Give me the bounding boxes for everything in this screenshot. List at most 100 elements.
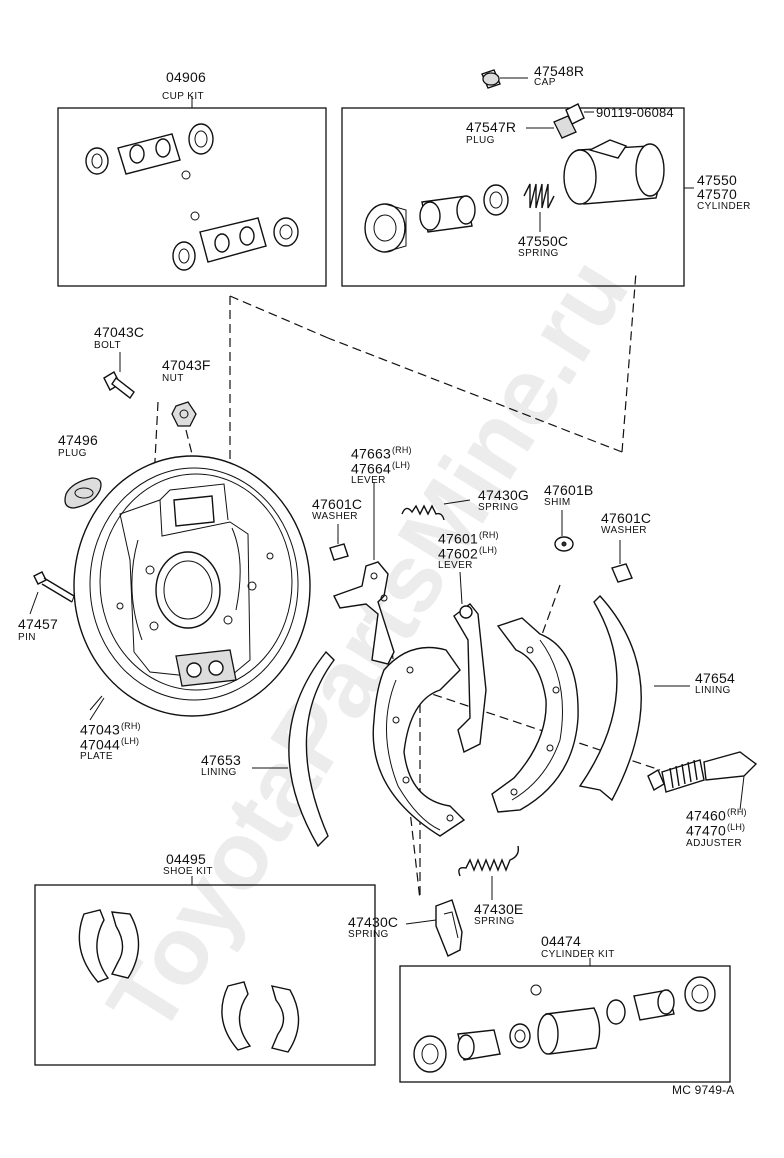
spring-47430g-name: SPRING: [478, 502, 519, 513]
cylinder-spring: [523, 183, 555, 209]
spring-47430c-name: SPRING: [348, 929, 389, 940]
cylinder-kit-number: 04474: [541, 933, 581, 949]
cylinder-kit-name: CYLINDER KIT: [541, 949, 615, 960]
shim-name: SHIM: [544, 497, 571, 508]
backing-plate-47043[interactable]: [73, 455, 311, 717]
cylinder-kit-group[interactable]: [399, 958, 731, 1083]
lever-upper-lh: 47664(LH): [351, 460, 411, 477]
cup-kit-name: CUP KIT: [162, 91, 205, 102]
spring-47430c[interactable]: [405, 899, 463, 957]
cylinder-boot: [364, 203, 407, 253]
plug-47547r-number: 47547R: [466, 119, 517, 135]
nut-number: 47043F: [162, 357, 211, 373]
cylinder-number-rh: 47550: [697, 172, 737, 188]
lining-47654[interactable]: [578, 594, 690, 802]
lever-upper-rh: 47663(RH): [351, 445, 412, 462]
cylinder-kit-piston-2: [633, 989, 675, 1021]
bleeder-number: 90119-06084: [596, 105, 674, 120]
washer-right-name: WASHER: [601, 525, 647, 536]
washer-right-number: 47601C: [601, 510, 652, 526]
spring-47430e-name: SPRING: [474, 916, 515, 927]
cup-kit-piston-upper: [117, 133, 181, 175]
spring-47430g-number: 47430G: [478, 487, 530, 503]
cylinder-kit-cup-2: [606, 999, 626, 1025]
cylinder-inner-cup: [483, 184, 509, 216]
label-leaders: [29, 591, 105, 721]
cap-name: CAP: [534, 77, 556, 88]
spring-47550c-number: 47550C: [518, 233, 569, 249]
lever-lower-name: LEVER: [438, 560, 473, 571]
washer-left-name: WASHER: [312, 511, 358, 522]
cap-47548r[interactable]: [481, 69, 528, 89]
shoe-kit-group[interactable]: [34, 876, 376, 1066]
spring-47550c-name: SPRING: [518, 248, 559, 259]
spring-47430c-number: 47430C: [348, 914, 399, 930]
bolt-name: BOLT: [94, 340, 121, 351]
nut-name: NUT: [162, 373, 184, 384]
pin-number: 47457: [18, 616, 58, 632]
shoe-kit-shoe-1: [78, 909, 140, 983]
cylinder-kit-boot-2: [684, 976, 716, 1012]
pin-name: PIN: [18, 632, 36, 643]
adjuster-47460[interactable]: [647, 751, 758, 811]
brake-shoe-trailing[interactable]: [491, 617, 579, 813]
washer-47601c-left[interactable]: [329, 524, 349, 561]
lever-lower-rh: 47601(RH): [438, 530, 499, 547]
wheel-cylinder-group[interactable]: [341, 103, 694, 287]
plug-47496-name: PLUG: [58, 448, 87, 459]
cup-kit-cup-4: [273, 217, 299, 247]
bolt-47043c[interactable]: [103, 352, 135, 400]
shoe-kit-number: 04495: [166, 851, 206, 867]
brake-shoe-leading[interactable]: [372, 646, 466, 837]
cup-kit-group[interactable]: [57, 96, 327, 287]
plate-lh: 47044(LH): [80, 736, 140, 753]
cylinder-number-lh: 47570: [697, 186, 737, 202]
shim-number: 47601B: [544, 482, 594, 498]
lining-left-number: 47653: [201, 752, 241, 768]
spring-47430e-number: 47430E: [474, 901, 524, 917]
shim-47601b[interactable]: [554, 510, 574, 552]
cylinder-piston: [419, 195, 476, 233]
pin-47457[interactable]: [33, 571, 75, 603]
spring-47430e[interactable]: [458, 845, 520, 900]
cup-kit-cup-1: [85, 147, 109, 175]
cylinder-kit-body: [537, 1007, 601, 1055]
spring-47430g[interactable]: [401, 499, 471, 521]
cup-kit-small-ring: [181, 170, 191, 180]
lining-right-name: LINING: [695, 685, 731, 696]
shoe-kit-shoe-2: [221, 981, 300, 1053]
lever-lower-lh: 47602(LH): [438, 545, 498, 562]
cylinder-kit-piston-1: [457, 1029, 501, 1061]
cylinder-kit-cup-1: [509, 1023, 531, 1049]
shoe-kit-name: SHOE KIT: [163, 866, 213, 877]
lining-right-number: 47654: [695, 670, 735, 686]
adjuster-rh: 47460(RH): [686, 807, 747, 824]
plug-47547r: [526, 115, 577, 139]
lever-47663[interactable]: [333, 482, 395, 665]
lining-47653[interactable]: [252, 650, 335, 848]
plug-47496[interactable]: [64, 477, 102, 509]
cylinder-name: CYLINDER: [697, 201, 751, 212]
bolt-number: 47043C: [94, 324, 145, 340]
cylinder-kit-box: [399, 965, 731, 1083]
cylinder-kit-boot-1: [413, 1035, 447, 1073]
cup-kit-cup-2: [188, 123, 214, 155]
cylinder-body: [563, 139, 665, 205]
diagram-code: MC 9749-A: [672, 1083, 735, 1097]
cylinder-box: [341, 107, 685, 287]
cap-number: 47548R: [534, 63, 585, 79]
lining-left-name: LINING: [201, 767, 237, 778]
washer-47601c-right[interactable]: [611, 540, 633, 583]
cup-kit-piston-lower: [199, 217, 267, 263]
cup-kit-cup-3: [172, 241, 196, 271]
lever-47601[interactable]: [453, 571, 487, 754]
washer-left-number: 47601C: [312, 496, 363, 512]
cup-kit-number: 04906: [166, 69, 206, 85]
plate-rh: 47043(RH): [80, 721, 141, 738]
plug-47547r-name: PLUG: [466, 135, 495, 146]
shoe-kit-box: [34, 884, 376, 1066]
lever-upper-name: LEVER: [351, 475, 386, 486]
nut-47043f[interactable]: [171, 401, 197, 427]
plate-name: PLATE: [80, 751, 113, 762]
